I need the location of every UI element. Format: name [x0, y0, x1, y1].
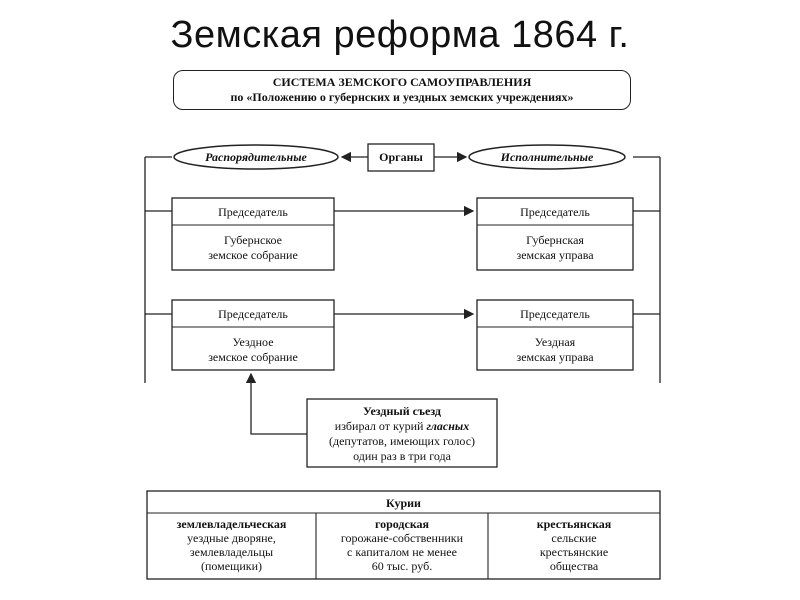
- pill-administrative: Распорядительные: [205, 150, 307, 164]
- pill-right-shape: [468, 144, 626, 170]
- congress-line3: один раз в три года: [353, 449, 451, 463]
- congress-line1: избирал от курий гласных: [307, 419, 497, 433]
- curia-name: городская: [374, 517, 430, 531]
- uezd-uprava-shape: [476, 299, 634, 371]
- curiae-table-shape: [146, 490, 661, 580]
- curia-urban: городская горожане-собственники с капита…: [316, 517, 488, 573]
- curia-line: общества: [549, 559, 599, 573]
- curia-line: с капиталом не менее: [347, 545, 457, 559]
- congress-shape: [306, 398, 498, 468]
- uezd-uprava-line1: Уездная: [534, 335, 576, 349]
- gub-uprava-shape: [476, 197, 634, 271]
- slide-title: Земская реформа 1864 г.: [170, 14, 630, 56]
- curia-line: землевладельцы: [189, 545, 274, 559]
- curia-line: сельские: [551, 531, 597, 545]
- uezd-assembly-line1: Уездное: [232, 335, 274, 349]
- pill-left-shape: [173, 144, 339, 170]
- uezd-assembly-line2: земское собрание: [208, 350, 298, 364]
- header-line1: СИСТЕМА ЗЕМСКОГО САМОУПРАВЛЕНИЯ: [272, 75, 532, 89]
- gub-uprava-line2: земская управа: [516, 248, 594, 262]
- congress-line2: (депутатов, имеющих голос): [328, 434, 476, 448]
- gub-assembly-line2: земское собрание: [208, 248, 298, 262]
- gub-uprava-line1: Губернская: [526, 233, 584, 247]
- curia-line: (помещики): [200, 559, 263, 573]
- gub-assembly-shape: [171, 197, 335, 271]
- congress-line1-a: избирал от курий: [334, 419, 427, 433]
- curia-landowners: землевладельческая уездные дворяне, земл…: [147, 517, 316, 573]
- curia-line: горожане-собственники: [340, 531, 464, 545]
- curia-peasant: крестьянская сельские крестьянские общес…: [488, 517, 660, 573]
- curia-line: уездные дворяне,: [187, 531, 276, 545]
- congress-line1-b: гласных: [426, 419, 470, 433]
- pill-executive: Исполнительные: [500, 150, 594, 164]
- uezd-assembly-shape: [171, 299, 335, 371]
- header-line2: по «Положению о губернских и уездных зем…: [230, 90, 574, 104]
- curia-line: 60 тыс. руб.: [371, 559, 433, 573]
- curiae-title: Курии: [386, 496, 421, 510]
- curia-name: крестьянская: [536, 517, 612, 531]
- gub-uprava-chair: Председатель: [520, 205, 590, 219]
- gub-assembly-line1: Губернское: [223, 233, 283, 247]
- curia-line: крестьянские: [539, 545, 609, 559]
- arrow-congress: [245, 372, 307, 435]
- congress-title: Уездный съезд: [362, 404, 442, 418]
- uezd-assembly-chair: Председатель: [218, 307, 288, 321]
- curia-name: землевладельческая: [176, 517, 287, 531]
- gub-assembly-chair: Председатель: [218, 205, 288, 219]
- uezd-uprava-line2: земская управа: [516, 350, 594, 364]
- uezd-uprava-chair: Председатель: [520, 307, 590, 321]
- system-header: СИСТЕМА ЗЕМСКОГО САМОУПРАВЛЕНИЯ по «Поло…: [173, 70, 631, 110]
- organs-label: Органы: [379, 150, 423, 164]
